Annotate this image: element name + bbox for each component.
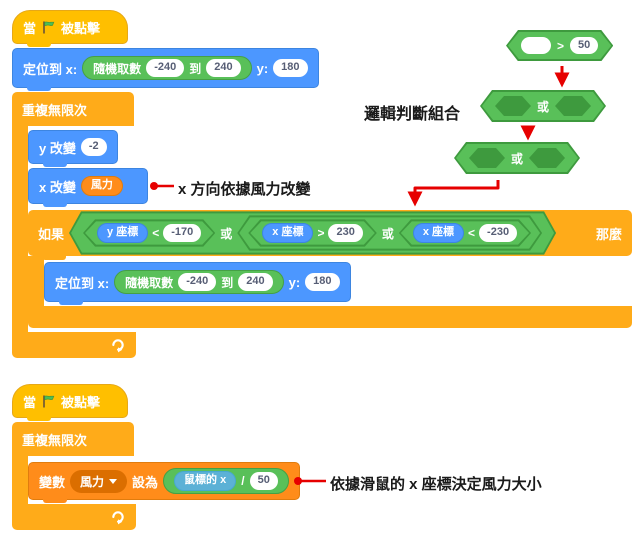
divisor-input[interactable]: 50 [249,472,278,490]
then-label: 那麼 [595,226,622,242]
or-operator-inner[interactable]: x 座標 > 230 或 x 座標 < -230 [237,215,542,250]
forever-block-top-2[interactable]: 重複無限次 [12,422,134,456]
when-label: 當 [23,20,37,36]
less-than-symbol-2: < [468,226,476,240]
variable-dropdown-value: 風力 [80,474,105,489]
random-min-input[interactable]: -240 [178,273,217,291]
less-than-symbol: < [152,226,160,240]
callout-dot-wind-effect [150,182,158,190]
or-template-block-1[interactable]: 或 [480,90,606,122]
change-y-input[interactable]: -2 [80,138,107,156]
or-label-2: 或 [381,226,394,241]
set-to-label: 設為 [132,474,159,490]
when-flag-clicked-block-1[interactable]: 當 被點擊 [12,10,128,47]
green-flag-icon [41,394,56,409]
less-than-operator-2[interactable]: x 座標 < -230 [399,219,531,246]
pick-random-label: 隨機取數 [93,61,142,76]
clicked-label: 被點擊 [61,394,101,410]
y-position-reporter[interactable]: y 座標 [97,223,148,242]
set-variable-block[interactable]: 變數 風力 設為 鼠標的 x / 50 [28,462,300,503]
if-then-block[interactable]: 如果 y 座標 < -170 或 x 座標 > [28,210,632,260]
empty-operand-input[interactable] [521,37,551,54]
forever-label: 重複無限次 [22,102,88,118]
or-template-block-2[interactable]: 或 [454,142,580,174]
divide-operator-block[interactable]: 鼠標的 x / 50 [163,468,289,494]
goto-xy-block-2[interactable]: 定位到 x: 隨機取數 -240 到 240 y: 180 [44,262,351,305]
wind-variable-reporter[interactable]: 風力 [80,176,123,196]
or-operator-outer[interactable]: y 座標 < -170 或 x 座標 > 230 [69,211,556,254]
greater-than-template-block[interactable]: > 50 [506,30,613,61]
when-flag-clicked-block-2[interactable]: 當 被點擊 [12,384,128,421]
legend-title: 邏輯判斷組合 [364,106,461,123]
chevron-down-icon [109,478,118,484]
random-max-input[interactable]: 240 [238,273,273,291]
change-y-label: y 改變 [39,140,76,156]
forever-loop-spine-2[interactable] [12,456,28,504]
pick-random-block[interactable]: 隨機取數 -240 到 240 [82,56,252,80]
pick-random-label: 隨機取數 [125,275,174,290]
threshold-input-1[interactable]: -170 [163,224,201,241]
to-label: 到 [189,61,202,76]
arrow-or-to-if-condition [407,180,500,207]
greater-than-operator[interactable]: x 座標 > 230 [248,219,377,246]
y-label: y: [256,60,269,76]
x-position-reporter-2[interactable]: x 座標 [413,223,464,242]
goto-x-label: 定位到 x: [23,61,78,77]
y-value-input[interactable]: 180 [273,59,308,77]
when-label: 當 [23,394,37,410]
random-max-input[interactable]: 240 [206,59,241,77]
change-y-block[interactable]: y 改變 -2 [28,130,118,167]
or-label: 或 [537,99,550,114]
goto-x-label: 定位到 x: [55,275,110,291]
boolean-slot-right[interactable] [529,148,565,168]
forever-block-bottom-1[interactable] [12,332,136,358]
if-label: 如果 [38,226,65,242]
annotation-wind-effect: x 方向依據風力改變 [178,181,311,198]
change-x-label: x 改變 [39,179,76,195]
greater-than-symbol: > [557,38,565,53]
forever-loop-spine-1[interactable] [12,126,28,332]
mouse-x-reporter[interactable]: 鼠標的 x [174,471,237,491]
boolean-slot-left[interactable] [469,148,505,168]
clicked-label: 被點擊 [61,20,101,36]
variable-label: 變數 [39,474,66,490]
forever-label: 重複無限次 [22,432,88,448]
to-label: 到 [221,275,234,290]
boolean-slot-right[interactable] [555,96,591,116]
variable-dropdown[interactable]: 風力 [70,469,128,493]
threshold-input-3[interactable]: -230 [479,224,517,241]
y-label: y: [288,274,301,290]
boolean-slot-left[interactable] [495,96,531,116]
operand-input[interactable]: 50 [570,37,598,54]
pick-random-block[interactable]: 隨機取數 -240 到 240 [114,270,284,294]
loop-arrow-icon [110,337,126,353]
goto-xy-block-1[interactable]: 定位到 x: 隨機取數 -240 到 240 y: 180 [12,48,319,91]
or-label-1: 或 [220,226,233,241]
forever-block-bottom-2[interactable] [12,504,136,530]
loop-arrow-icon [110,509,126,525]
random-min-input[interactable]: -240 [146,59,185,77]
if-block-bottom[interactable] [28,306,632,328]
divide-symbol: / [241,474,245,488]
change-x-block[interactable]: x 改變 風力 [28,168,148,207]
threshold-input-2[interactable]: 230 [328,224,362,241]
green-flag-icon [41,20,56,35]
x-position-reporter-1[interactable]: x 座標 [262,223,313,242]
forever-block-top-1[interactable]: 重複無限次 [12,92,134,126]
or-label: 或 [511,151,524,166]
if-block-spine[interactable] [28,256,44,306]
y-value-input[interactable]: 180 [305,273,340,291]
annotation-wind-source: 依據滑鼠的 x 座標決定風力大小 [330,476,542,493]
greater-than-symbol: > [317,226,325,240]
less-than-operator-1[interactable]: y 座標 < -170 [83,219,215,246]
